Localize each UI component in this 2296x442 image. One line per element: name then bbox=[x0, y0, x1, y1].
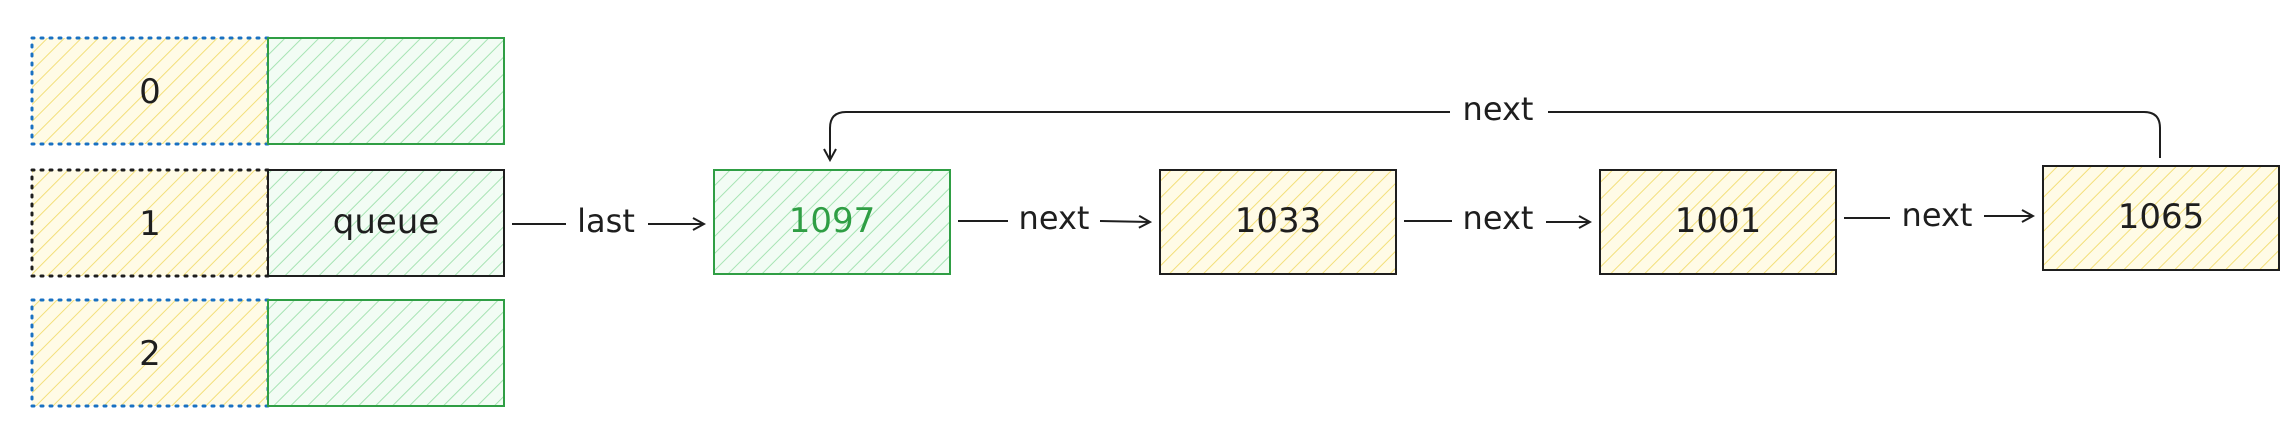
array-index-cell-1 bbox=[30, 168, 270, 278]
edge-next-1: next bbox=[958, 199, 1150, 237]
array-value-queue: queue bbox=[333, 202, 440, 242]
array-row-2: 2 bbox=[30, 298, 505, 408]
node-1001-label: 1001 bbox=[1675, 201, 1762, 241]
edge-next-2: next bbox=[1404, 199, 1590, 237]
array-value-cell-1 bbox=[267, 169, 505, 277]
node-1097-label: 1097 bbox=[789, 201, 876, 241]
array-index-2: 2 bbox=[139, 334, 161, 374]
array-index-cell-0 bbox=[30, 36, 270, 146]
edge-next-loop-label: next bbox=[1463, 90, 1534, 128]
edge-next-loop: next bbox=[830, 90, 2161, 160]
edge-next-1-label: next bbox=[1019, 199, 1090, 237]
edge-last-label: last bbox=[577, 202, 635, 240]
node-1001: 1001 bbox=[1599, 169, 1837, 275]
edge-next-3-label: next bbox=[1902, 196, 1973, 234]
edge-next-3: next bbox=[1844, 196, 2033, 234]
node-1097: 1097 bbox=[713, 169, 951, 275]
node-1065: 1065 bbox=[2042, 165, 2280, 271]
array-row-1: 1 queue bbox=[30, 168, 505, 278]
node-1033: 1033 bbox=[1159, 169, 1397, 275]
edge-next-2-label: next bbox=[1463, 199, 1534, 237]
array-row-0: 0 bbox=[30, 36, 505, 146]
node-1033-label: 1033 bbox=[1235, 201, 1322, 241]
array-index-0: 0 bbox=[139, 72, 161, 112]
array-index-1: 1 bbox=[139, 204, 161, 244]
edge-last: last bbox=[512, 202, 704, 240]
node-1065-label: 1065 bbox=[2118, 197, 2205, 237]
array-value-cell-0 bbox=[267, 37, 505, 145]
array-value-cell-2 bbox=[267, 299, 505, 407]
